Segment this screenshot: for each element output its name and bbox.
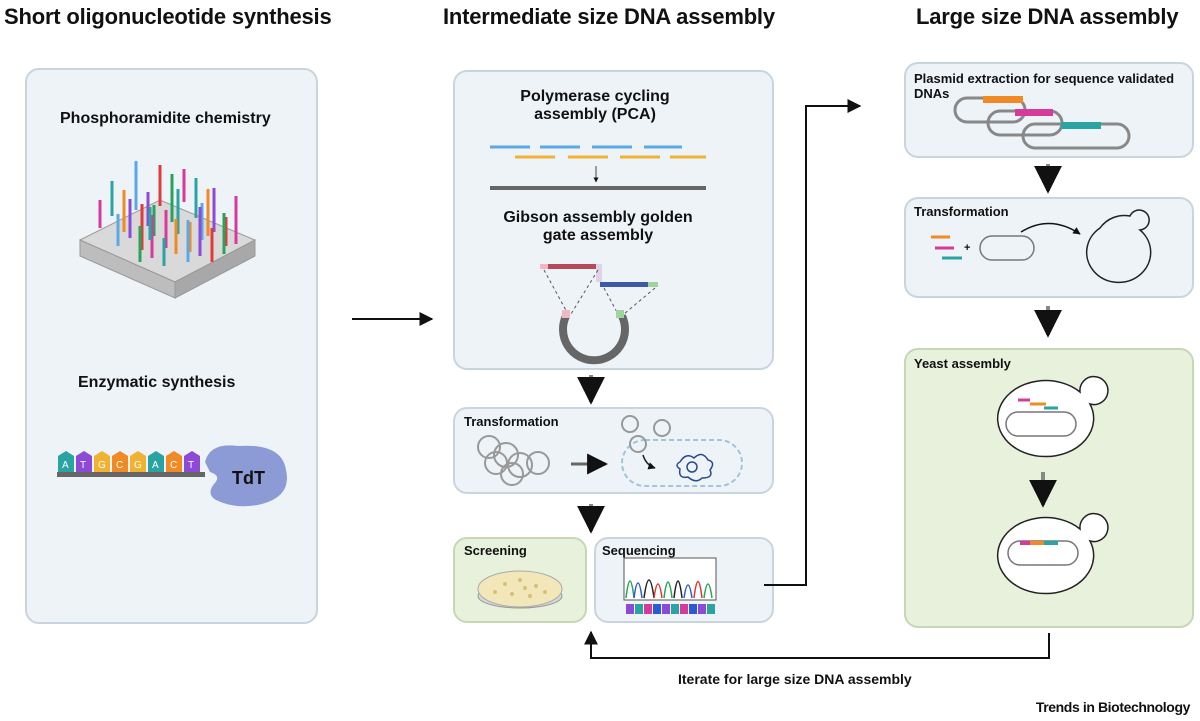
nucleotide-letter: C [170, 460, 177, 471]
sequence-base-block [698, 604, 706, 614]
nucleotide-letter: G [134, 460, 142, 471]
petri-dish-illustration [477, 570, 563, 609]
sequence-base-block [689, 604, 697, 614]
nucleotide-tile [76, 451, 92, 472]
pca-gibson-panel [453, 70, 774, 370]
nucleotide-tile [166, 451, 182, 472]
sequence-base-block [662, 604, 670, 614]
nucleotide-tile [112, 451, 128, 472]
transformation-label: Transformation [464, 414, 559, 429]
sequence-base-block [653, 604, 661, 614]
sequence-base-block [635, 604, 643, 614]
gibson-label: Gibson assembly golden gate assembly [503, 209, 693, 244]
sequence-bases-strip [626, 604, 715, 614]
phosphoramidite-label: Phosphoramidite chemistry [60, 110, 271, 127]
arrow-to-large-assembly [764, 99, 862, 586]
nucleotide-letter: A [152, 460, 159, 471]
heading-short-oligo: Short oligonucleotide synthesis [4, 4, 332, 29]
sequence-base-block [671, 604, 679, 614]
nucleotide-tile [94, 451, 110, 472]
screening-label: Screening [464, 543, 527, 558]
heading-intermediate: Intermediate size DNA assembly [443, 4, 775, 29]
ecoli-cell-illustration [621, 415, 743, 487]
sequence-base-block [644, 604, 652, 614]
short-synthesis-panel [25, 68, 318, 624]
gibson-illustration [540, 264, 658, 365]
yeast-cell-before [996, 375, 1109, 458]
large-transformation-label: Transformation [914, 204, 1009, 219]
nucleotide-letter: C [116, 460, 123, 471]
transformation-panel [453, 407, 774, 494]
tdt-label: TdT [232, 468, 265, 488]
sequence-base-block [680, 604, 688, 614]
heading-large: Large size DNA assembly [916, 4, 1179, 29]
pca-label: Polymerase cycling assembly (PCA) [520, 88, 670, 123]
journal-credit: Trends in Biotechnology [1035, 699, 1191, 715]
nucleotide-tile [58, 451, 74, 472]
plasmid-extraction-label: Plasmid extraction for sequence validate… [914, 71, 1175, 101]
tdt-enzyme-icon [205, 445, 287, 507]
iterate-label: Iterate for large size DNA assembly [678, 671, 912, 687]
yeast-cell-after [996, 512, 1109, 595]
nucleotide-letter: T [80, 460, 86, 471]
iterate-arrow [584, 630, 1050, 659]
oligo-strands [98, 161, 238, 266]
chromatogram-illustration [623, 557, 717, 601]
nucleotide-letter: T [188, 460, 194, 471]
sequence-base-block [707, 604, 715, 614]
plasmids-illustration [953, 96, 1131, 150]
sequencing-label: Sequencing [602, 543, 676, 558]
yeast-assembly-label: Yeast assembly [914, 356, 1011, 371]
nucleotide-tile [148, 451, 164, 472]
nucleotide-letter: G [98, 460, 106, 471]
cells-illustration [477, 435, 550, 486]
svg-text:+: + [964, 242, 970, 254]
enzymatic-synthesis-label: Enzymatic synthesis [78, 374, 236, 391]
nucleotide-tile [184, 451, 200, 472]
nucleotide-tile [130, 451, 146, 472]
sequence-base-block [626, 604, 634, 614]
nucleotide-letter: A [62, 460, 69, 471]
pca-illustration [490, 145, 706, 190]
fragments-illustration: + [931, 209, 1152, 284]
